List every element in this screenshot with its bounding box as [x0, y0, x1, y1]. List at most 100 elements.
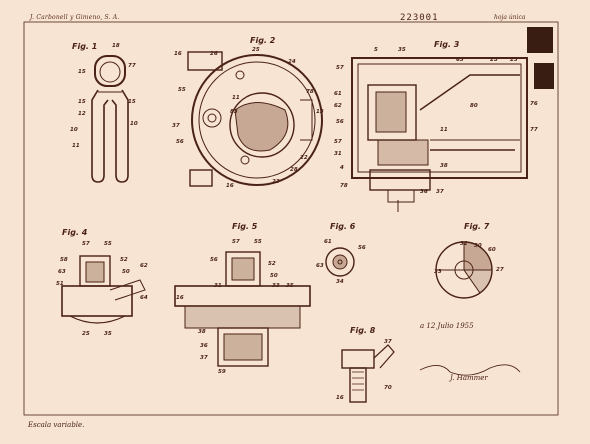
ref-number: 63: [58, 269, 66, 275]
ref-number: 23: [272, 179, 280, 185]
ref-number: 37: [436, 189, 444, 195]
fig1-label: Fig. 1: [72, 42, 98, 51]
ref-number: 63: [316, 263, 324, 269]
ref-number: 31: [334, 151, 342, 157]
ref-number: 50: [122, 269, 130, 275]
ref-number: 55: [178, 87, 186, 93]
ref-number: 56: [210, 257, 218, 263]
ref-number: 11: [440, 127, 448, 133]
ref-number: 83: [230, 109, 238, 115]
fig2-label: Fig. 2: [250, 36, 276, 45]
signature-flourish: [419, 364, 521, 376]
stamp-bottom: [534, 63, 554, 89]
ref-number: 28: [290, 167, 298, 173]
ref-number: 30: [474, 243, 482, 249]
fig8-label: Fig. 8: [350, 326, 376, 335]
fig4-label: Fig. 4: [62, 228, 88, 237]
fig1-drawing: [91, 55, 129, 183]
ref-number: 12: [78, 111, 86, 117]
ref-number: 61: [334, 91, 342, 97]
ref-number: 4: [340, 165, 344, 171]
ref-number: 16: [226, 183, 234, 189]
ref-number: 18: [112, 43, 120, 49]
ref-number: 38: [198, 329, 206, 335]
ref-number: 16: [174, 51, 182, 57]
ref-number: 33: [272, 283, 280, 289]
ref-number: 57: [336, 65, 344, 71]
ref-number: 51: [56, 281, 64, 287]
ref-number: 56: [336, 119, 344, 125]
ref-number: 24: [288, 59, 296, 65]
ref-number: 77: [128, 63, 136, 69]
ref-number: 25: [490, 57, 498, 63]
ref-number: 37: [200, 355, 208, 361]
ref-number: 27: [496, 267, 504, 273]
ref-number: 50: [270, 273, 278, 279]
ref-number: 35: [104, 331, 112, 337]
ref-number: 55: [104, 241, 112, 247]
ref-number: 57: [334, 139, 342, 145]
ref-number: 11: [232, 95, 240, 101]
scale-note: Escala variable.: [28, 421, 85, 429]
ref-number: 22: [300, 155, 308, 161]
ref-number: 32: [460, 241, 468, 247]
drawing-frame: [23, 21, 559, 416]
ref-number: 15: [78, 99, 86, 105]
ref-number: 63: [456, 57, 464, 63]
ref-number: 61: [324, 239, 332, 245]
ref-number: 33: [434, 269, 442, 275]
ref-number: 36: [420, 189, 428, 195]
signature-name: J. Hammer: [450, 374, 488, 382]
ref-number: 57: [232, 239, 240, 245]
signature-date: a 12 Julio 1955: [420, 322, 474, 330]
fig5-label: Fig. 5: [232, 222, 258, 231]
ref-number: 57: [82, 241, 90, 247]
ref-number: 37: [384, 339, 392, 345]
ref-number: 52: [268, 261, 276, 267]
patent-number: 223001: [400, 13, 439, 23]
ref-number: 38: [440, 163, 448, 169]
ref-number: 16: [336, 395, 344, 401]
ref-number: 58: [60, 257, 68, 263]
ref-number: 62: [334, 103, 342, 109]
ref-number: 70: [384, 385, 392, 391]
fig8-drawing: [341, 344, 395, 403]
ref-number: 5: [374, 47, 378, 53]
ref-number: 64: [140, 295, 148, 301]
ref-number: 78: [340, 183, 348, 189]
ref-number: 26: [210, 51, 218, 57]
ref-number: 16: [176, 295, 184, 301]
ref-number: 25: [82, 331, 90, 337]
ref-number: 56: [358, 245, 366, 251]
ref-number: 35: [398, 47, 406, 53]
stamp-top: [527, 27, 553, 53]
ref-number: 10: [70, 127, 78, 133]
ref-number: 52: [120, 257, 128, 263]
fig7-drawing: [435, 241, 493, 299]
page-note: hoja única: [494, 14, 526, 21]
ref-number: 35: [286, 283, 294, 289]
ref-number: 13: [316, 109, 324, 115]
fig2-drawing: [187, 51, 323, 187]
ref-number: 31: [214, 283, 222, 289]
fig4-drawing: [61, 255, 146, 324]
ref-number: 36: [200, 343, 208, 349]
ref-number: 55: [254, 239, 262, 245]
ref-number: 34: [336, 279, 344, 285]
fig6-drawing: [325, 247, 355, 277]
ref-number: 76: [530, 101, 538, 107]
ref-number: 15: [78, 69, 86, 75]
ref-number: 11: [72, 143, 80, 149]
ref-number: 10: [130, 121, 138, 127]
company-header: J. Carbonell y Gimeno, S. A.: [30, 14, 120, 21]
fig6-label: Fig. 6: [330, 222, 356, 231]
ref-number: 60: [488, 247, 496, 253]
fig3-drawing: [351, 57, 528, 212]
fig7-label: Fig. 7: [464, 222, 490, 231]
ref-number: 78: [306, 89, 314, 95]
fig5-drawing: [174, 251, 311, 367]
ref-number: 80: [470, 103, 478, 109]
ref-number: 23: [510, 57, 518, 63]
